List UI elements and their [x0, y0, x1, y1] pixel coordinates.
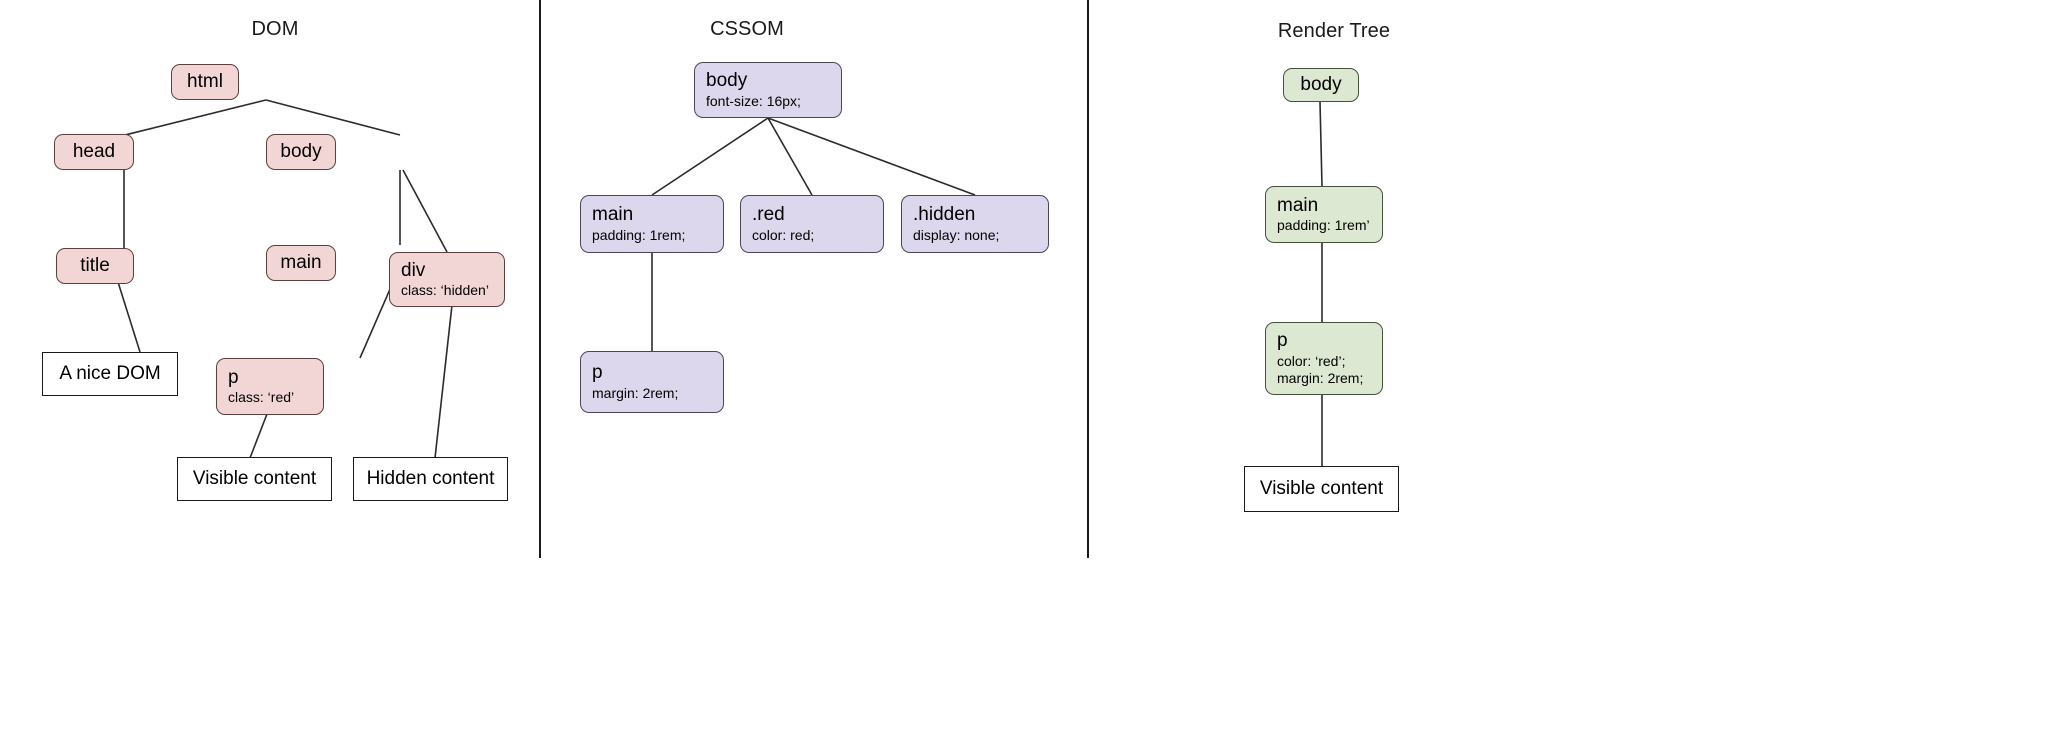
cssom-node-red-prop: color: red; [752, 226, 815, 243]
dom-node-title-tag: title [80, 255, 110, 277]
dom-node-div-tag: div [401, 259, 426, 281]
cssom-node-main[interactable]: main padding: 1rem; [580, 195, 724, 253]
dom-textbox-hidden-content-label: Hidden content [366, 468, 495, 489]
dom-node-p-tag: p [228, 366, 239, 388]
cssom-node-p-prop: margin: 2rem; [592, 384, 679, 401]
cssom-node-red[interactable]: .red color: red; [740, 195, 884, 253]
render-node-p-prop: color: ‘red’; [1277, 352, 1346, 369]
dom-node-head[interactable]: head [54, 134, 134, 170]
render-node-main[interactable]: main padding: 1rem’ [1265, 186, 1383, 243]
dom-textbox-hidden-content[interactable]: Hidden content [353, 457, 508, 501]
dom-node-body[interactable]: body [266, 134, 336, 170]
cssom-node-hidden-prop: display: none; [913, 226, 1000, 243]
divider-dom-cssom [539, 0, 541, 558]
cssom-node-body[interactable]: body font-size: 16px; [694, 62, 842, 118]
dom-node-html-tag: html [187, 71, 223, 93]
dom-node-body-tag: body [280, 141, 322, 163]
render-node-p-tag: p [1277, 330, 1288, 352]
divider-cssom-render [1087, 0, 1089, 558]
render-node-main-tag: main [1277, 194, 1319, 216]
cssom-node-body-prop: font-size: 16px; [706, 92, 801, 109]
dom-node-p-prop: class: ‘red’ [228, 389, 295, 406]
cssom-node-red-tag: .red [752, 204, 785, 226]
render-textbox-visible-content[interactable]: Visible content [1244, 466, 1399, 512]
render-node-body-tag: body [1300, 74, 1342, 96]
dom-textbox-a-nice-dom[interactable]: A nice DOM [42, 352, 178, 396]
cssom-node-main-tag: main [592, 204, 634, 226]
render-textbox-visible-content-label: Visible content [1259, 478, 1384, 499]
cssom-node-p-tag: p [592, 362, 603, 384]
dom-node-title[interactable]: title [56, 248, 134, 284]
dom-node-p[interactable]: p class: ‘red’ [216, 358, 324, 415]
cssom-node-p[interactable]: p margin: 2rem; [580, 351, 724, 413]
dom-node-main[interactable]: main [266, 245, 336, 281]
render-node-body[interactable]: body [1283, 68, 1359, 102]
column-title-dom: DOM [251, 18, 299, 40]
column-title-render: Render Tree [1277, 20, 1391, 42]
render-node-main-prop: padding: 1rem’ [1277, 217, 1370, 234]
cssom-node-hidden-tag: .hidden [913, 204, 976, 226]
dom-node-div-prop: class: ‘hidden’ [401, 282, 489, 299]
dom-node-html[interactable]: html [171, 64, 239, 100]
dom-textbox-a-nice-dom-label: A nice DOM [59, 363, 161, 384]
dom-textbox-visible-content[interactable]: Visible content [177, 457, 332, 501]
dom-node-head-tag: head [72, 141, 116, 163]
cssom-node-body-tag: body [706, 70, 748, 92]
render-node-p-prop2: margin: 2rem; [1277, 369, 1364, 386]
render-node-p[interactable]: p color: ‘red’; margin: 2rem; [1265, 322, 1383, 395]
column-title-cssom: CSSOM [710, 18, 784, 40]
cssom-node-main-prop: padding: 1rem; [592, 226, 686, 243]
dom-textbox-visible-content-label: Visible content [192, 468, 317, 489]
dom-node-div[interactable]: div class: ‘hidden’ [389, 252, 505, 307]
dom-node-main-tag: main [280, 252, 322, 274]
cssom-node-hidden[interactable]: .hidden display: none; [901, 195, 1049, 253]
